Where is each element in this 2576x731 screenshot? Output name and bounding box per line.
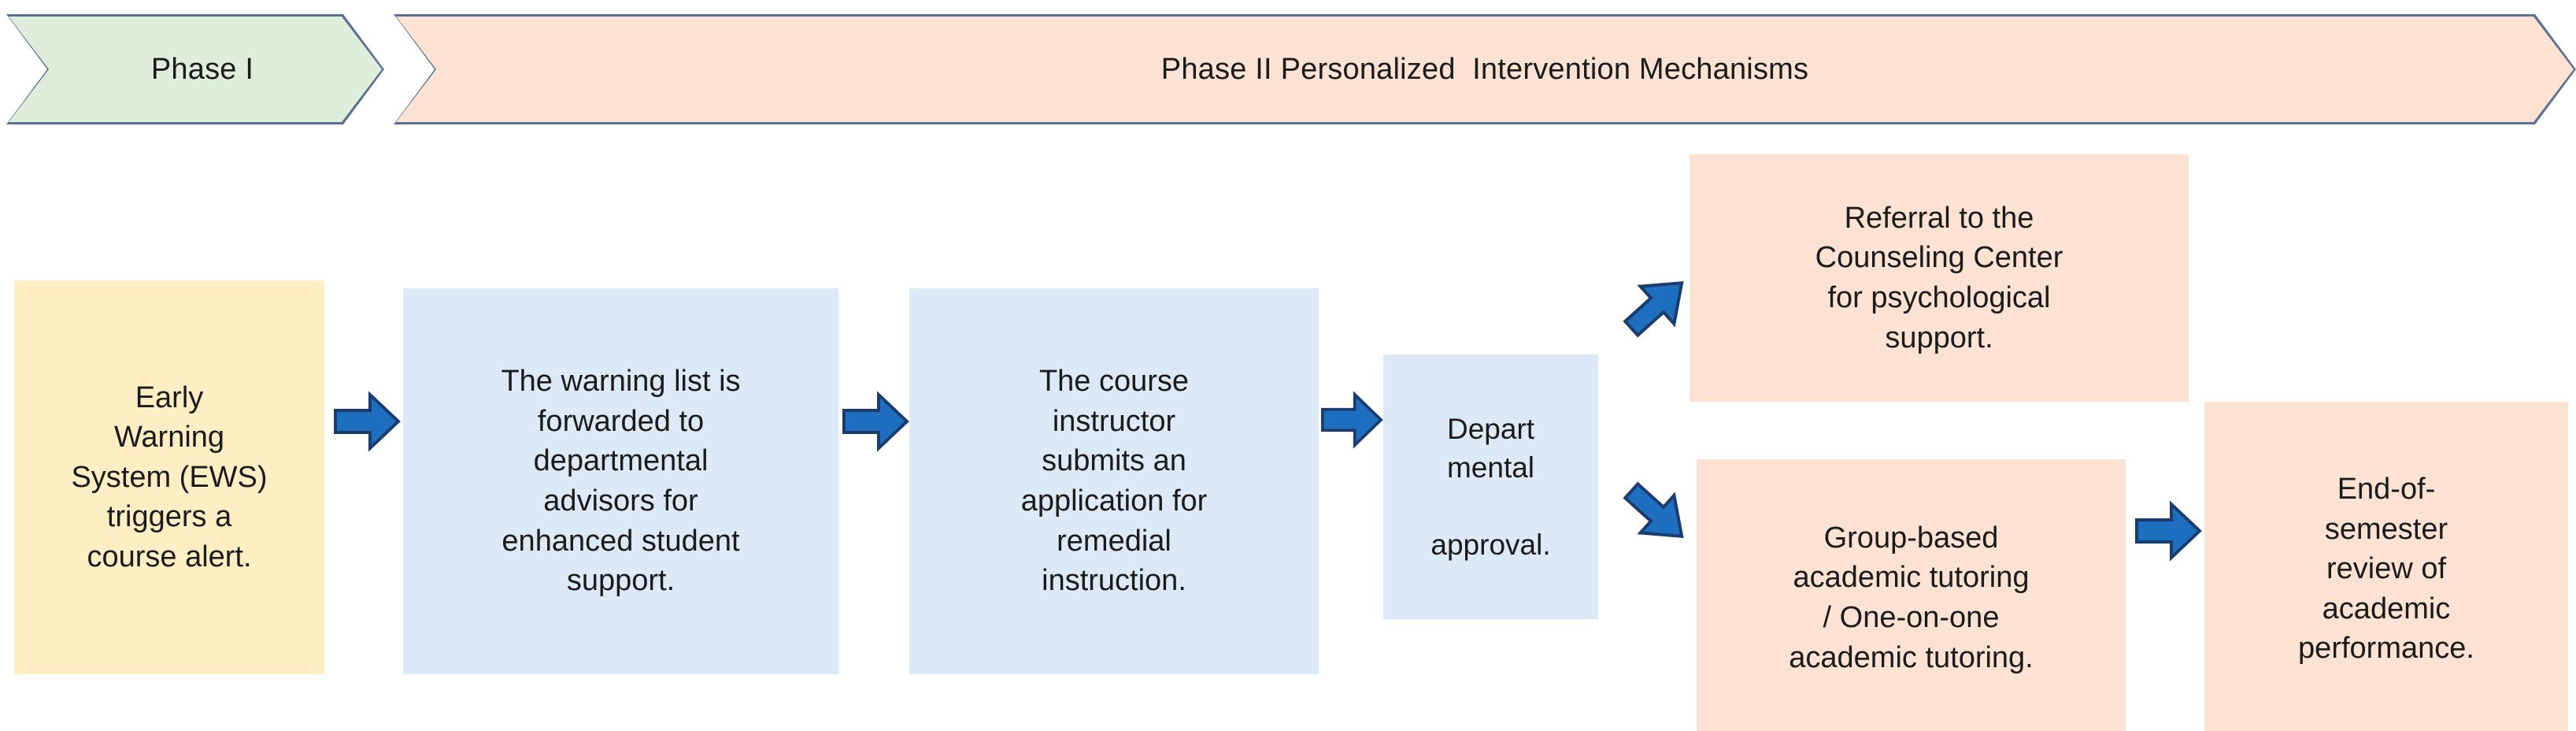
node-counseling-referral: Referral to the Counseling Center for ps… [1690,154,2189,402]
arrow-right-icon [2135,500,2202,562]
phase-banner-chevron-1: Phase I [6,14,384,124]
node-label: The warning list is forwarded to departm… [501,365,741,598]
node-instructor-application: The course instructor submits an applica… [909,288,1319,674]
phase-1-fill [9,17,382,122]
node-warning-list-forwarded: The warning list is forwarded to departm… [403,288,838,674]
phase-banner-chevron-2: Phase II Personalized Intervention Mecha… [394,14,2576,124]
node-departmental-approval: Depart mental approval. [1383,354,1598,619]
arrow-right-icon [334,391,401,452]
arrow-up-right-icon [1614,268,1696,347]
arrow-down-right-icon [1614,473,1696,551]
node-label: Early Warning System (EWS) triggers a co… [71,380,268,573]
node-label: Depart mental approval. [1430,412,1551,562]
phase-banner: Phase I Phase II Personalized Interventi… [0,14,2576,124]
node-early-warning-system: Early Warning System (EWS) triggers a co… [14,280,324,674]
node-academic-tutoring: Group-based academic tutoring / One-on-o… [1697,459,2126,731]
node-label: Referral to the Counseling Center for ps… [1815,201,2063,354]
node-label: End-of- semester review of academic perf… [2298,473,2474,666]
node-label: Group-based academic tutoring / One-on-o… [1789,521,2034,674]
phase-2-label: Phase II Personalized Intervention Mecha… [1160,52,1809,86]
node-label: The course instructor submits an applica… [1020,365,1208,598]
phase-1-label: Phase I [150,52,254,86]
node-end-of-semester-review: End-of- semester review of academic perf… [2204,402,2568,731]
arrow-right-icon [1321,391,1383,449]
arrow-right-icon [842,391,909,452]
phase-2-fill [396,17,2574,122]
